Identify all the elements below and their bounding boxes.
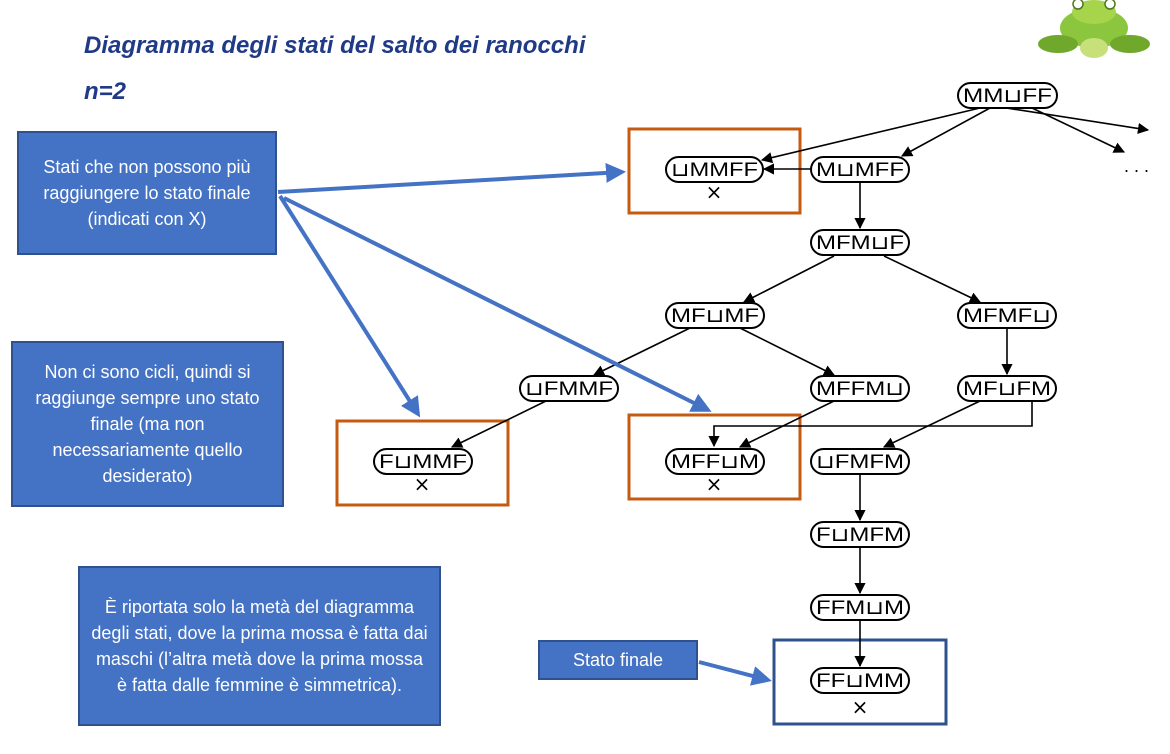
node-n7: MF⊔FM [957, 375, 1057, 402]
node-n2-label: MFM⊔F [816, 233, 904, 254]
cross-mark-dead2: × [414, 472, 431, 496]
edge-root-n1 [901, 107, 991, 157]
cross-mark-dead3: × [706, 472, 723, 496]
edge-n5-dead2 [450, 400, 547, 448]
edge-n2-n4 [883, 255, 982, 303]
callout-final-state-text: Stato finale [572, 650, 664, 670]
node-dead1-label: ⊔MMFF [671, 160, 758, 181]
node-n3-label: MF⊔MF [671, 306, 759, 327]
callout-final-state: Stato finale [538, 640, 698, 680]
cross-mark-final: × [852, 695, 869, 719]
node-dead1: ⊔MMFF [665, 156, 764, 183]
node-n8: ⊔FMFM [810, 448, 910, 475]
edge-root-offscreen-2 [1031, 107, 1126, 153]
edge-root-dead1 [760, 107, 981, 164]
node-n9-label: F⊔MFM [816, 525, 904, 546]
node-n4-label: MFMF⊔ [963, 306, 1051, 327]
callout-half-diagram-text: È riportata solo la metà del diagramma d… [91, 597, 428, 695]
node-n8-label: ⊔FMFM [816, 452, 904, 473]
cross-mark-dead1: × [706, 180, 723, 204]
dead-state-box-1 [627, 127, 802, 215]
ellipsis: . . . [1124, 156, 1149, 176]
edge-root-offscreen-1 [999, 106, 1150, 134]
pointer-arrow-dead1 [277, 162, 626, 194]
node-dead3-label: MFF⊔M [671, 452, 759, 473]
dead-state-box-2 [335, 419, 510, 507]
node-n10-label: FFM⊔M [816, 598, 904, 619]
callout-no-cycles: Non ci sono cicli, quindi si raggiunge s… [11, 341, 284, 507]
node-n9: F⊔MFM [810, 521, 910, 548]
edge-n6-dead3 [738, 400, 835, 448]
node-n1: M⊔MFF [810, 156, 910, 183]
callout-dead-states-text: Stati che non possono più raggiungere lo… [43, 157, 251, 229]
callout-dead-states: Stati che non possono più raggiungere lo… [17, 131, 277, 255]
node-n6: MFFM⊔ [810, 375, 910, 402]
node-n7-label: MF⊔FM [963, 379, 1051, 400]
node-dead2: F⊔MMF [373, 448, 473, 475]
node-n2: MFM⊔F [810, 229, 910, 256]
node-n4: MFMF⊔ [957, 302, 1057, 329]
pointer-arrow-final [698, 660, 772, 686]
node-dead2-label: F⊔MMF [379, 452, 467, 473]
edge-n7-dead3 [708, 401, 1033, 448]
edge-n7-n8 [882, 400, 981, 448]
node-root-label: MM⊔FF [963, 86, 1052, 107]
pointer-arrow-dead2 [278, 194, 421, 418]
node-final-label: FF⊔MM [816, 671, 904, 692]
edge-n3-n5 [592, 327, 691, 376]
node-dead3: MFF⊔M [665, 448, 765, 475]
callout-no-cycles-text: Non ci sono cicli, quindi si raggiunge s… [35, 362, 260, 486]
node-n5: ⊔FMMF [519, 375, 619, 402]
pointer-arrow-dead3 [283, 196, 712, 412]
node-n3: MF⊔MF [665, 302, 765, 329]
title-line-1: Diagramma degli stati del salto dei rano… [84, 32, 586, 59]
edge-n3-n6 [739, 327, 836, 376]
node-root: MM⊔FF [957, 82, 1058, 109]
edge-n2-n3 [743, 255, 835, 303]
node-final: FF⊔MM [810, 667, 910, 694]
frog-icon [1038, 0, 1150, 58]
node-n10: FFM⊔M [810, 594, 910, 621]
callout-half-diagram: È riportata solo la metà del diagramma d… [78, 566, 441, 726]
title-line-2: n=2 [84, 78, 127, 105]
node-n1-label: M⊔MFF [816, 160, 904, 181]
node-n6-label: MFFM⊔ [816, 379, 904, 400]
node-n5-label: ⊔FMMF [525, 379, 613, 400]
dead-state-box-3 [627, 413, 802, 501]
